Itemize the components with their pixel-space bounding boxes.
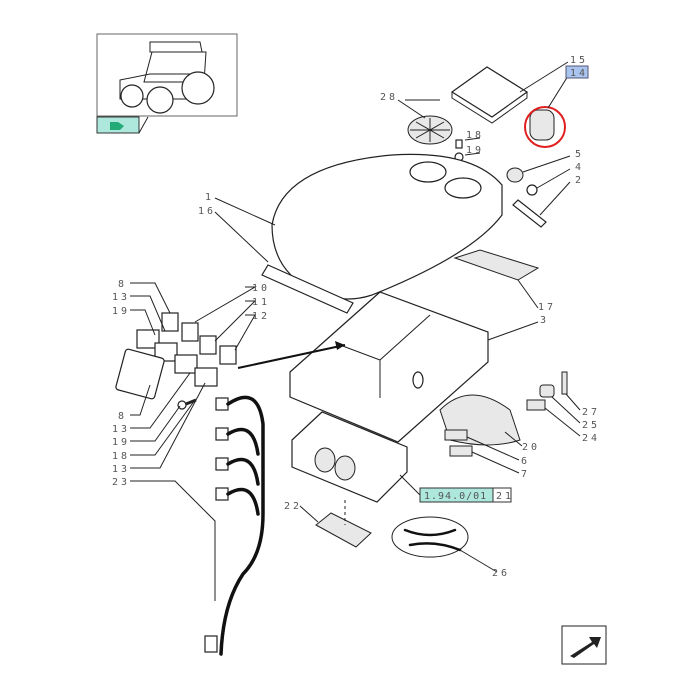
tractor-thumbnail[interactable] [96, 33, 238, 134]
switch-group[interactable] [115, 312, 237, 400]
part-7[interactable] [449, 445, 473, 457]
callout-25: 25 [582, 420, 600, 431]
reference-code[interactable]: 1.94.0/01 [424, 491, 487, 502]
callout-11: 11 [252, 297, 270, 308]
callout-labels: 15 14 28 18 19 5 4 2 1 16 17 3 8 13 19 1… [112, 55, 600, 579]
callout-6: 6 [521, 456, 530, 467]
callout-26: 26 [492, 568, 510, 579]
callout-10: 10 [252, 283, 270, 294]
part-1-roof[interactable] [271, 153, 503, 300]
callout-1: 1 [205, 192, 214, 203]
callout-14: 14 [570, 68, 588, 79]
callout-22: 22 [284, 501, 302, 512]
part-17-mat[interactable] [453, 249, 540, 281]
part-16-strip[interactable] [261, 264, 354, 314]
arrow-icon [570, 637, 601, 658]
part-15-panel[interactable] [450, 66, 529, 118]
highlight-circle [524, 106, 566, 148]
part-19-washer-b[interactable] [177, 400, 187, 410]
part-6[interactable] [444, 429, 468, 441]
callout-7: 7 [521, 469, 530, 480]
part-14-filter[interactable] [529, 109, 555, 141]
part-26-cable[interactable] [391, 516, 469, 558]
callout-24: 24 [582, 433, 600, 444]
callout-16: 16 [198, 206, 216, 217]
callout-15: 15 [570, 55, 588, 66]
callout-13: 13 [112, 424, 130, 435]
callout-2: 2 [575, 175, 584, 186]
callout-18: 18 [466, 130, 484, 141]
callout-20: 20 [522, 442, 540, 453]
callout-28: 28 [380, 92, 398, 103]
callout-12: 12 [252, 311, 270, 322]
callout-17: 17 [538, 302, 556, 313]
callout-19: 19 [112, 306, 130, 317]
callout-4: 4 [575, 162, 584, 173]
part-25-clip[interactable] [539, 384, 555, 398]
hand-pointer-icon [110, 122, 124, 130]
callout-13: 13 [112, 292, 130, 303]
next-page-button[interactable] [561, 625, 607, 665]
part-24-bracket[interactable] [526, 399, 546, 411]
part-23-harness[interactable] [204, 395, 265, 656]
callout-8: 8 [118, 279, 127, 290]
callout-19: 19 [466, 145, 484, 156]
reference-item: 21 [496, 491, 514, 502]
callout-27: 27 [582, 407, 600, 418]
callout-19: 19 [112, 437, 130, 448]
callout-3: 3 [540, 315, 549, 326]
callout-18: 18 [112, 451, 130, 462]
callout-13: 13 [112, 464, 130, 475]
highlight-box-14 [565, 65, 589, 79]
part-4-nut[interactable] [526, 184, 538, 196]
part-2-key[interactable] [512, 199, 547, 228]
callout-5: 5 [575, 149, 584, 160]
part-18-screw[interactable] [455, 139, 463, 149]
part-27-pin[interactable] [561, 371, 568, 395]
part-3-housing[interactable] [289, 291, 489, 443]
callout-23: 23 [112, 477, 130, 488]
part-5-grommet[interactable] [506, 167, 524, 183]
part-22-pad[interactable] [315, 512, 372, 548]
callout-8: 8 [118, 411, 127, 422]
